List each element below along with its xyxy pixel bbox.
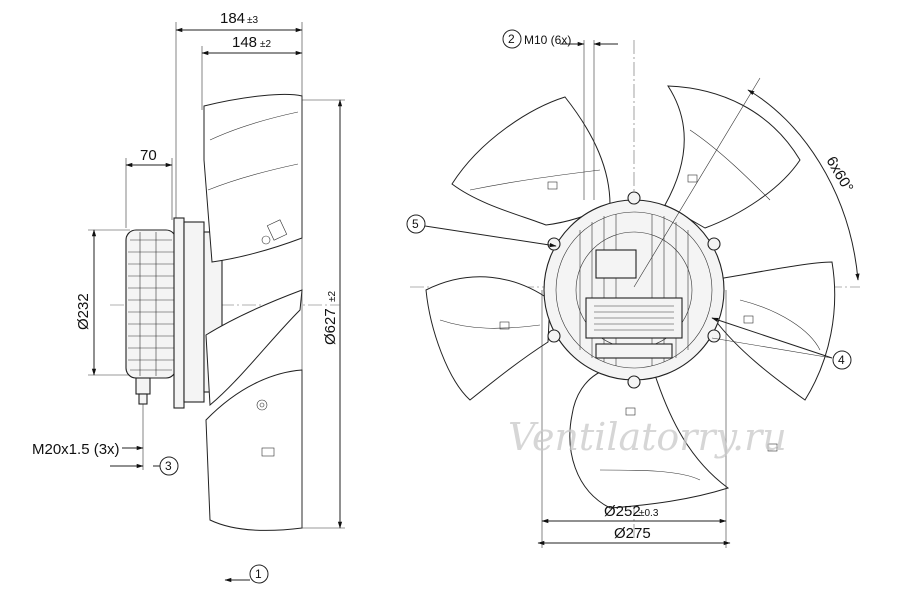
blade-left (425, 276, 551, 401)
mounting-flange (173, 217, 185, 409)
blade-profile-mid (205, 289, 303, 407)
angle-label: 6x60° (823, 154, 857, 196)
side-view: 184 ±3 148 ±2 70 Ø232 Ø627 ±2 (32, 10, 345, 584)
blade-right (711, 261, 836, 401)
front-view: 2 M10 (6x) 6x60° 5 4 Ø252 ±0.3 Ø275 (406, 29, 860, 548)
dim-motor-offset: 70 (140, 147, 157, 164)
callout-1: 1 (255, 567, 262, 581)
mounting-thread-label: M10 (6x) (524, 33, 571, 47)
dim-blade-depth-tol: ±2 (260, 39, 271, 50)
dim-motor-diameter: Ø232 (75, 293, 92, 330)
mounting-lug (627, 191, 641, 205)
dim-bolt-circle-tol: ±0.3 (639, 508, 659, 519)
angle-arc (747, 89, 860, 281)
callout-5: 5 (412, 217, 419, 231)
dim-overall-depth: 184 (220, 10, 245, 27)
dim-blade-depth: 148 (232, 34, 257, 51)
blade-profile-top (203, 94, 303, 263)
cable-gland-label: M20x1.5 (3x) (32, 441, 120, 458)
dim-fan-diameter: Ø627 (322, 308, 339, 345)
callout-4-circle (832, 350, 852, 370)
callout-2: 2 (508, 32, 515, 46)
rotor-hub (183, 221, 205, 403)
callout-1-circle (249, 564, 269, 584)
callout-4: 4 (838, 353, 845, 367)
watermark: Ventilatorry.ru (508, 415, 787, 459)
blade-upper-right (664, 85, 801, 229)
callout-2-circle (502, 29, 522, 49)
dim-bolt-circle: Ø252 (604, 503, 641, 520)
callout-5-circle (406, 214, 426, 234)
terminal-box (595, 343, 673, 359)
cable-gland (135, 377, 151, 395)
dim-flange-diameter: Ø275 (614, 525, 651, 542)
blade-bottom (569, 371, 730, 509)
callout-3-circle (159, 456, 179, 476)
callout-3: 3 (165, 459, 172, 473)
blade-upper-left (451, 96, 611, 226)
dim-overall-depth-tol: ±3 (247, 15, 258, 26)
dim-fan-diameter-tol: ±2 (327, 291, 338, 302)
